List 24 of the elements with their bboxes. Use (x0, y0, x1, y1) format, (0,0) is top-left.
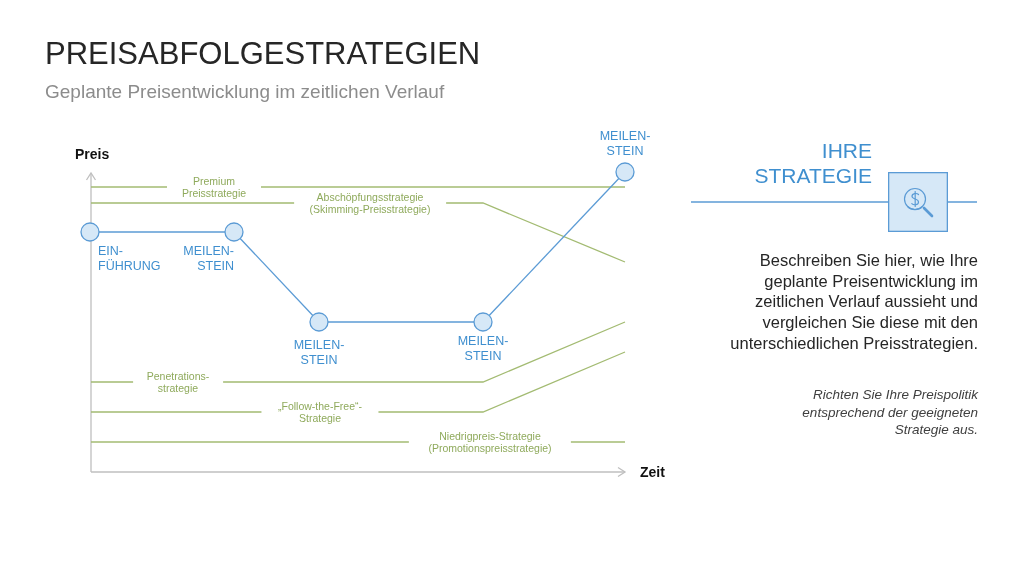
axis-label: Preis (75, 146, 110, 163)
milestone-circle (309, 312, 329, 332)
milestone-circle (224, 222, 244, 242)
milestone-label: MEILEN- STEIN (598, 129, 652, 159)
subtitle: Geplante Preisentwicklung im zeitlichen Verlauf (45, 81, 445, 104)
milestone-label: MEILEN- STEIN (456, 334, 510, 364)
connector-line (239, 237, 314, 317)
milestone-circle (80, 222, 100, 242)
strategy-label: Niedrigpreis-Strategie (Promotionspreisstrategie) (408, 429, 572, 455)
title: PREISABFOLGESTRATEGIEN (45, 36, 481, 72)
body-text: Beschreiben Sie hier, wie Ihre geplante Preisentwicklung im zeitlichen Verlauf aussieht und vergleichen Sie diese mit den unterschiedlichen Preisstrategien. (729, 250, 978, 354)
strategy-label: Abschöpfungsstrategie (Skimming-Preisstrategie) (294, 190, 446, 216)
section-heading: IHRE STRATEGIE (753, 138, 872, 189)
connector-line (488, 177, 620, 317)
strategy-label: Penetrations- strategie (133, 369, 223, 395)
axis-label: Zeit (640, 463, 665, 481)
milestone-circle (473, 312, 493, 332)
strategy-label: „Follow-the-Free“- Strategie (261, 399, 379, 425)
note-text: Richten Sie Ihre Preispolitik entsprechend der geeigneten Strategie aus. (801, 386, 978, 439)
milestone-label: EIN- FÜHRUNG (98, 244, 162, 274)
milestone-label: MEILEN- STEIN (182, 244, 234, 274)
strategy-label: Premium Preisstrategie (167, 174, 261, 200)
milestone-circle (615, 162, 635, 182)
milestone-label: MEILEN- STEIN (292, 338, 346, 368)
